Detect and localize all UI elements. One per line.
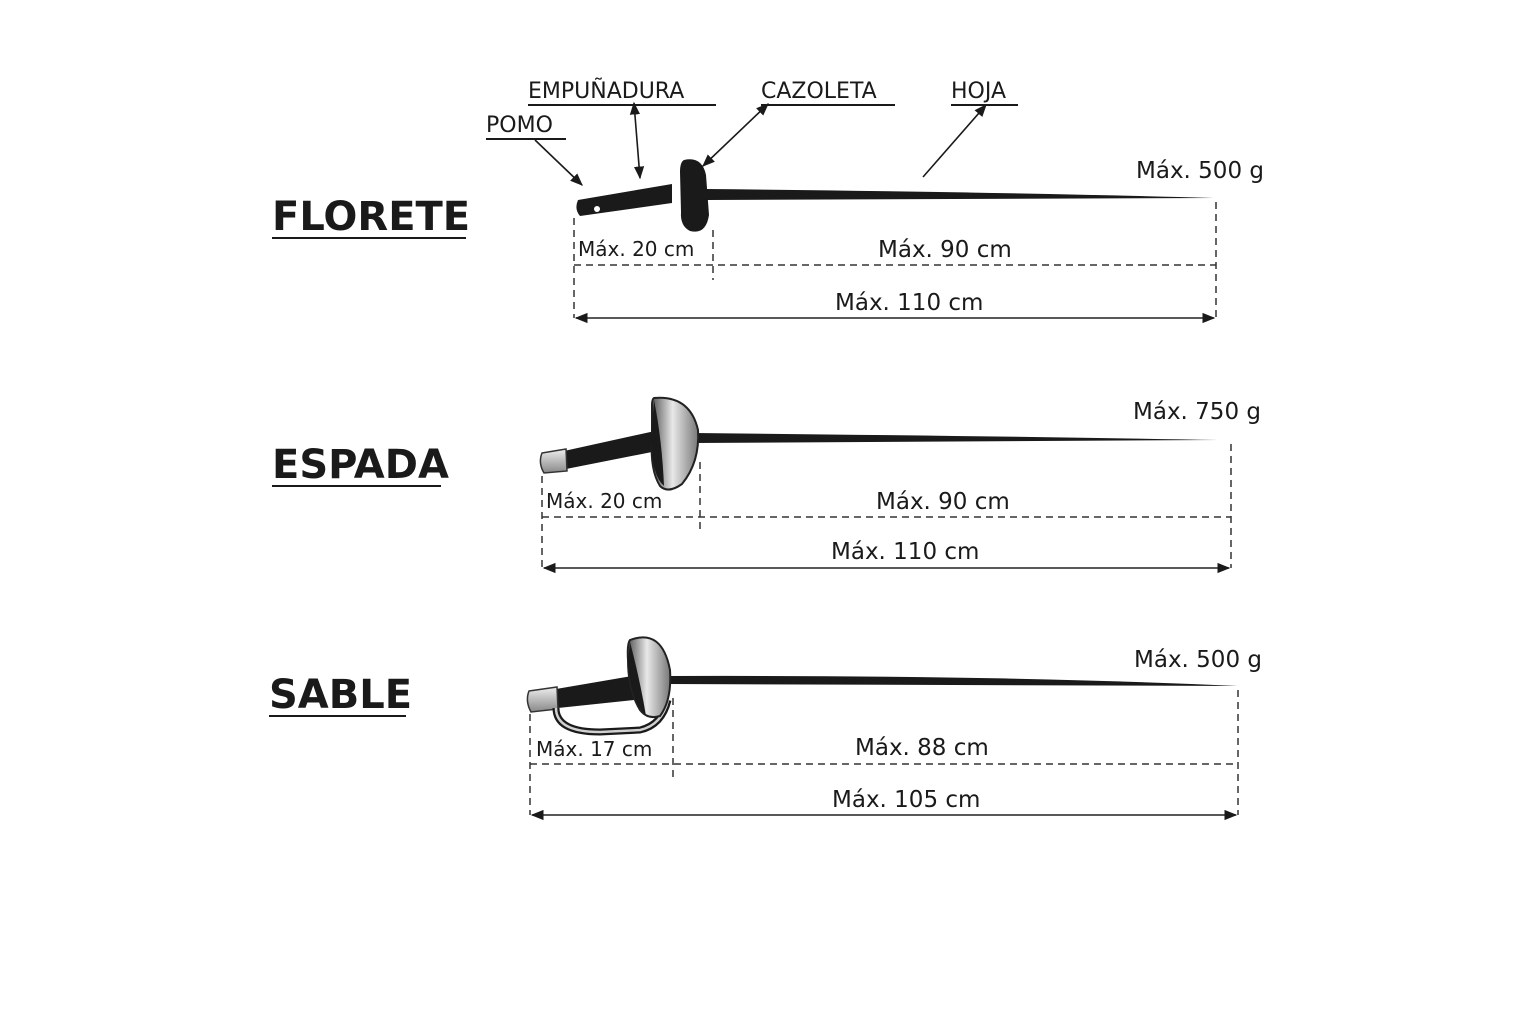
label-hoja: HOJA — [951, 79, 1006, 104]
total-length: Máx. 110 cm — [835, 290, 983, 316]
foil-blade — [706, 189, 1214, 200]
weapon-florete: FLORETE Máx. 500 g Máx. 20 cm Máx. 90 cm… — [272, 158, 1264, 324]
grip-length: Máx. 20 cm — [578, 237, 694, 261]
blade-length: Máx. 90 cm — [876, 489, 1010, 515]
blade-length: Máx. 88 cm — [855, 735, 989, 761]
foil-grip-rivet — [594, 206, 600, 212]
weapon-weight: Máx. 750 g — [1133, 399, 1261, 425]
epee-grip — [564, 431, 657, 469]
weapon-name: ESPADA — [272, 442, 449, 488]
foil-guard — [680, 159, 709, 232]
label-cazoleta: CAZOLETA — [761, 79, 877, 104]
leader-pomo — [534, 139, 583, 186]
sabre-illustration — [526, 636, 1238, 736]
sabre-dimensions: Máx. 17 cm Máx. 88 cm Máx. 105 cm — [529, 690, 1239, 821]
sabre-blade — [668, 675, 1238, 686]
foil-illustration — [576, 159, 1214, 232]
part-labels: POMO EMPUÑADURA CAZOLETA HOJA — [486, 77, 1018, 186]
weapon-weight: Máx. 500 g — [1136, 158, 1264, 184]
foil-grip — [576, 184, 672, 216]
blade-length: Máx. 90 cm — [878, 237, 1012, 263]
epee-illustration — [539, 396, 1218, 491]
leader-empunadura — [629, 101, 645, 180]
total-length: Máx. 110 cm — [831, 539, 979, 565]
foil-dimensions: Máx. 20 cm Máx. 90 cm Máx. 110 cm — [573, 202, 1217, 324]
epee-pommel — [539, 448, 568, 474]
total-length: Máx. 105 cm — [832, 787, 980, 813]
weapon-name: FLORETE — [272, 194, 470, 240]
sabre-grip — [556, 676, 634, 708]
epee-guard — [650, 396, 700, 491]
weapon-weight: Máx. 500 g — [1134, 647, 1262, 673]
epee-dimensions: Máx. 20 cm Máx. 90 cm Máx. 110 cm — [541, 444, 1232, 574]
label-pomo: POMO — [486, 113, 553, 138]
grip-length: Máx. 17 cm — [536, 737, 652, 761]
leader-cazoleta — [702, 103, 769, 167]
leader-hoja — [922, 104, 987, 178]
grip-length: Máx. 20 cm — [546, 489, 662, 513]
weapon-name: SABLE — [269, 672, 412, 718]
epee-blade — [694, 433, 1218, 443]
label-empunadura: EMPUÑADURA — [528, 77, 684, 104]
weapon-sable: SABLE Máx. 500 g Máx. 17 cm Máx. 88 cm M… — [269, 636, 1262, 821]
weapon-espada: ESPADA Máx. 750 g Máx. 20 cm Máx. 90 cm … — [272, 396, 1261, 574]
